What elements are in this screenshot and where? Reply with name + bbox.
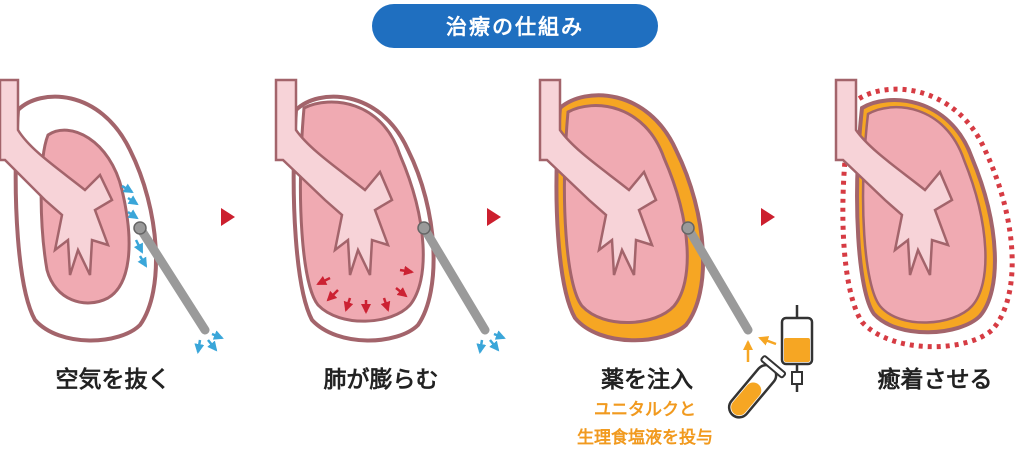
step-caption-remove-air: 空気を抜く — [55, 367, 171, 393]
next-step-arrow-icon — [221, 208, 235, 226]
title-badge: 治療の仕組み — [372, 4, 658, 48]
step-caption-inject-drug: 薬を注入 — [601, 367, 693, 393]
step-caption-adhesion: 癒着させる — [877, 367, 993, 393]
test-tube-icon — [727, 355, 787, 419]
airway — [274, 78, 394, 276]
panel-adhesion — [834, 78, 1015, 350]
adhesion-dotted-outline — [840, 86, 1015, 350]
drain-tube — [419, 223, 490, 335]
next-step-arrow-icon — [487, 208, 501, 226]
drug-note-line1: ユニタルクと — [594, 400, 696, 420]
iv-bag-icon — [780, 305, 814, 392]
inject-arrows-icon — [743, 336, 777, 362]
drain-tube — [135, 223, 210, 335]
air-arrows-icon — [476, 330, 506, 354]
step-caption-lung-expands: 肺が膨らむ — [323, 367, 439, 393]
drug-note-line2: 生理食塩液を投与 — [577, 428, 713, 448]
drain-tube — [683, 223, 753, 335]
drug-note: ユニタルクと 生理食塩液を投与 — [540, 396, 750, 452]
expand-arrows-icon — [316, 265, 414, 314]
airway — [538, 78, 658, 276]
airway — [0, 78, 114, 276]
airway — [834, 78, 954, 276]
air-arrows-icon — [121, 183, 224, 354]
panel-remove-air — [0, 78, 224, 354]
next-step-arrow-icon — [761, 208, 775, 226]
panel-inject-drug — [538, 78, 814, 419]
panel-lung-expands — [274, 78, 506, 354]
